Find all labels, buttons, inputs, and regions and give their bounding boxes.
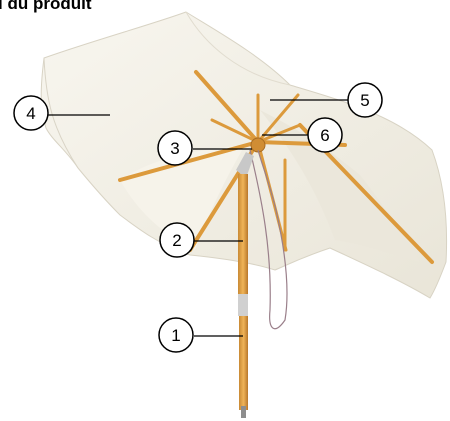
callout-5-label: 5 bbox=[360, 91, 369, 110]
callout-5: 5 bbox=[348, 83, 382, 117]
callout-1: 1 bbox=[159, 318, 193, 352]
callout-2: 2 bbox=[160, 223, 194, 257]
runner-hub bbox=[251, 138, 265, 152]
callout-4: 4 bbox=[14, 96, 48, 130]
callout-6-label: 6 bbox=[320, 126, 329, 145]
callout-3-label: 3 bbox=[170, 139, 179, 158]
callout-4-label: 4 bbox=[26, 104, 35, 123]
callout-2-label: 2 bbox=[172, 231, 181, 250]
callout-1-label: 1 bbox=[171, 326, 180, 345]
callout-6: 6 bbox=[308, 118, 342, 152]
callout-3: 3 bbox=[158, 131, 192, 165]
